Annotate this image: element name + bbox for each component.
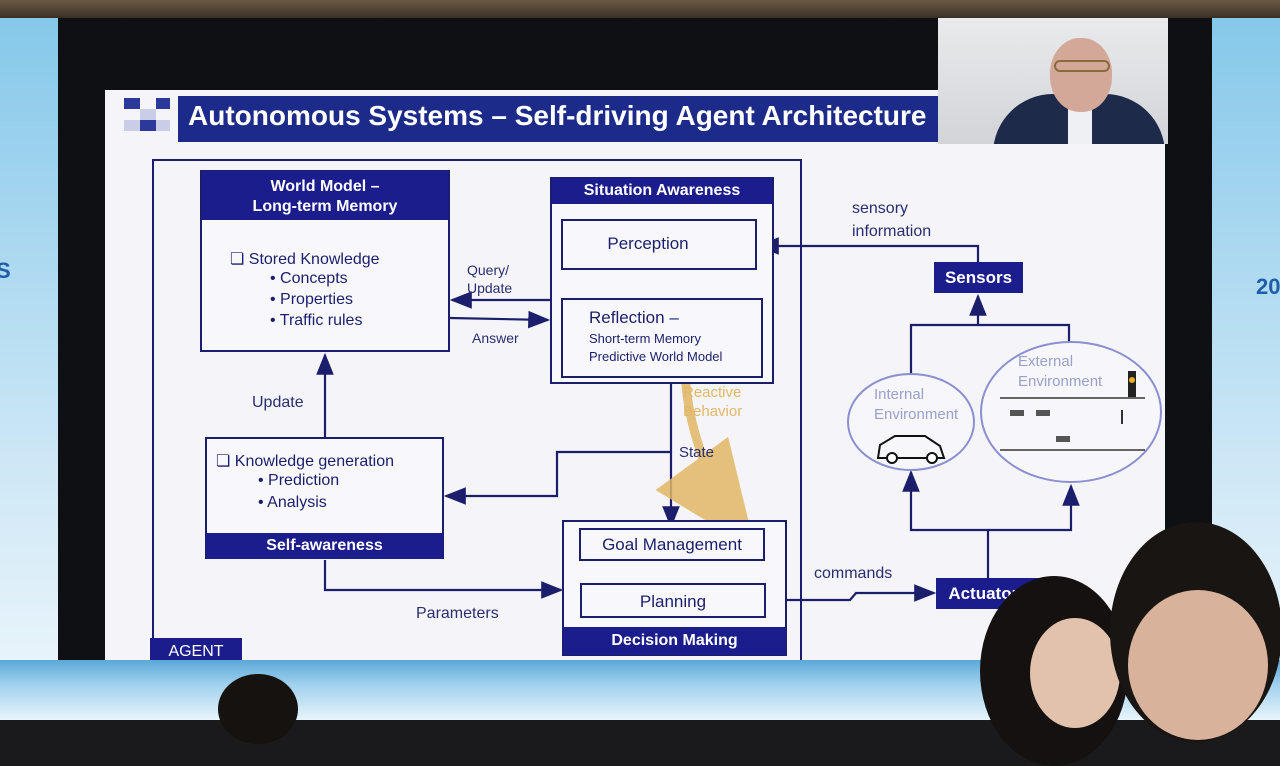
reactive-label-line1: Reactive	[683, 384, 742, 401]
state-label: State	[679, 444, 715, 461]
situation-awareness-header: Situation Awareness	[552, 178, 772, 204]
stored-knowledge-heading: ❏ Stored Knowledge	[230, 251, 380, 268]
actuators-to-external-arrow	[988, 483, 1080, 532]
speaker-shirt	[1068, 106, 1092, 144]
commands-label: commands	[814, 565, 893, 582]
reflection-title: Reflection –	[589, 308, 679, 327]
world-model-title-line1: World Model –	[270, 178, 380, 195]
logo-pixel	[156, 120, 170, 131]
perception-box	[561, 219, 757, 270]
world-model-title-line2: Long-term Memory	[252, 198, 398, 215]
update-label: Update	[252, 394, 304, 411]
self-awareness-header: Self-awareness	[206, 533, 443, 559]
logo-pixel	[156, 98, 170, 109]
sensory-label-line2: information	[852, 223, 932, 240]
car-icon	[876, 435, 946, 464]
external-env-line2: Environment	[1018, 373, 1103, 390]
internal-env-line1: Internal	[874, 386, 925, 403]
parameters-arrow	[323, 560, 564, 599]
reflection-line2: Predictive World Model	[589, 349, 723, 364]
perception-label: Perception	[607, 234, 689, 253]
decision-making-header: Decision Making	[563, 627, 786, 655]
goal-management-label: Goal Management	[602, 535, 742, 554]
world-model-item: • Concepts	[270, 270, 348, 287]
external-environment-ellipse	[980, 341, 1162, 483]
audience-face	[1128, 590, 1268, 740]
planning-label: Planning	[639, 592, 707, 611]
world-model-header: World Model – Long-term Memory	[202, 171, 448, 220]
world-model-item: • Properties	[270, 291, 353, 308]
answer-arrow	[449, 310, 551, 329]
actuators-to-internal-arrow	[902, 469, 990, 578]
logo-pixel	[140, 109, 156, 120]
slide-title: Autonomous Systems – Self-driving Agent …	[188, 100, 927, 131]
sensors-box: Sensors	[934, 262, 1023, 293]
reflection-line1: Short-term Memory	[589, 331, 701, 346]
hall-ceiling	[0, 0, 1280, 18]
environment-to-sensors-arrow	[909, 296, 1071, 376]
state-to-knowledge-arrow	[443, 450, 671, 505]
audience-head	[218, 674, 298, 744]
title-bar	[178, 96, 938, 142]
logo-pixel	[124, 120, 140, 131]
right-banner-mark: 20	[1256, 274, 1280, 299]
reactive-label-line2: Behavior	[683, 403, 743, 420]
world-model-item: • Traffic rules	[270, 312, 363, 329]
reflection-box	[561, 298, 763, 378]
knowledge-generation-heading: ❏ Knowledge generation	[216, 453, 395, 470]
glasses-icon	[1054, 60, 1110, 72]
webcam-inset	[938, 18, 1168, 144]
parameters-label: Parameters	[416, 605, 499, 622]
sensory-label-line1: sensory	[852, 200, 909, 217]
query-label-line2: Update	[467, 280, 513, 296]
answer-label: Answer	[472, 330, 519, 346]
planning-box	[580, 583, 766, 618]
diagram-connectors	[316, 237, 1162, 602]
external-env-line1: External	[1018, 353, 1074, 370]
sensory-arrow	[756, 237, 980, 262]
speaker-face	[1050, 38, 1112, 112]
left-side-banner: S	[0, 18, 58, 668]
internal-env-line2: Environment	[874, 406, 959, 423]
commands-arrow	[765, 584, 937, 602]
audience-face	[1030, 618, 1120, 728]
self-awareness-item: • Analysis	[258, 494, 327, 511]
logo-pixel	[140, 120, 156, 131]
logo-pixel	[124, 98, 140, 109]
left-banner-mark: S	[0, 258, 11, 283]
goal-management-box	[579, 528, 765, 561]
road-scene-icon	[1000, 371, 1145, 451]
query-label-line1: Query/	[467, 262, 510, 278]
self-awareness-item: • Prediction	[258, 472, 340, 489]
